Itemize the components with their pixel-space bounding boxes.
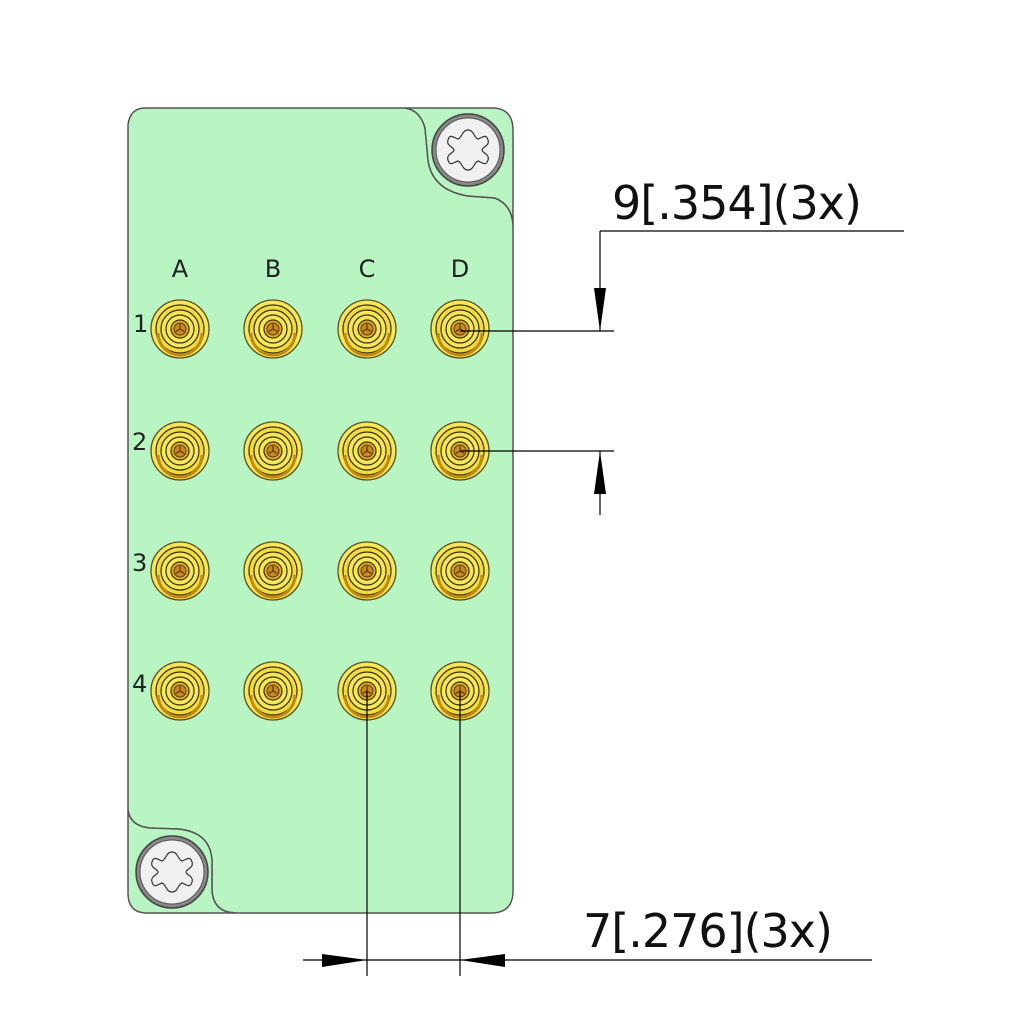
arrow-down-icon — [594, 288, 606, 331]
row-label-2: 2 — [132, 428, 148, 456]
vertical-pitch-dimension-text: 9[.354](3x) — [612, 176, 862, 230]
arrow-right-icon — [322, 954, 367, 967]
contact-B4 — [242, 660, 304, 722]
column-label-C: C — [358, 255, 376, 283]
contact-C3 — [336, 540, 398, 602]
contact-B3 — [242, 540, 304, 602]
contact-A1 — [149, 298, 211, 360]
row-label-4: 4 — [132, 670, 148, 698]
contact-A2 — [149, 420, 211, 482]
contact-B2 — [242, 420, 304, 482]
column-label-A: A — [171, 255, 189, 283]
horizontal-dimension — [303, 691, 872, 976]
contact-B1 — [242, 298, 304, 360]
vertical-dimension — [460, 230, 904, 515]
column-label-D: D — [450, 255, 470, 283]
contact-C2 — [336, 420, 398, 482]
contact-A3 — [149, 540, 211, 602]
row-label-1: 1 — [133, 310, 149, 338]
panel — [127, 107, 514, 914]
torx-screw-top-right — [431, 113, 505, 187]
row-label-3: 3 — [132, 549, 148, 577]
contact-C1 — [336, 298, 398, 360]
arrow-up-icon — [594, 451, 606, 494]
horizontal-pitch-dimension-text: 7[.276](3x) — [583, 904, 833, 958]
contact-A4 — [149, 660, 211, 722]
contact-D3 — [429, 540, 491, 602]
torx-screw-bottom-left — [135, 835, 209, 909]
contact-D1 — [429, 298, 491, 360]
arrow-left-icon — [460, 954, 505, 967]
column-label-B: B — [264, 255, 282, 283]
